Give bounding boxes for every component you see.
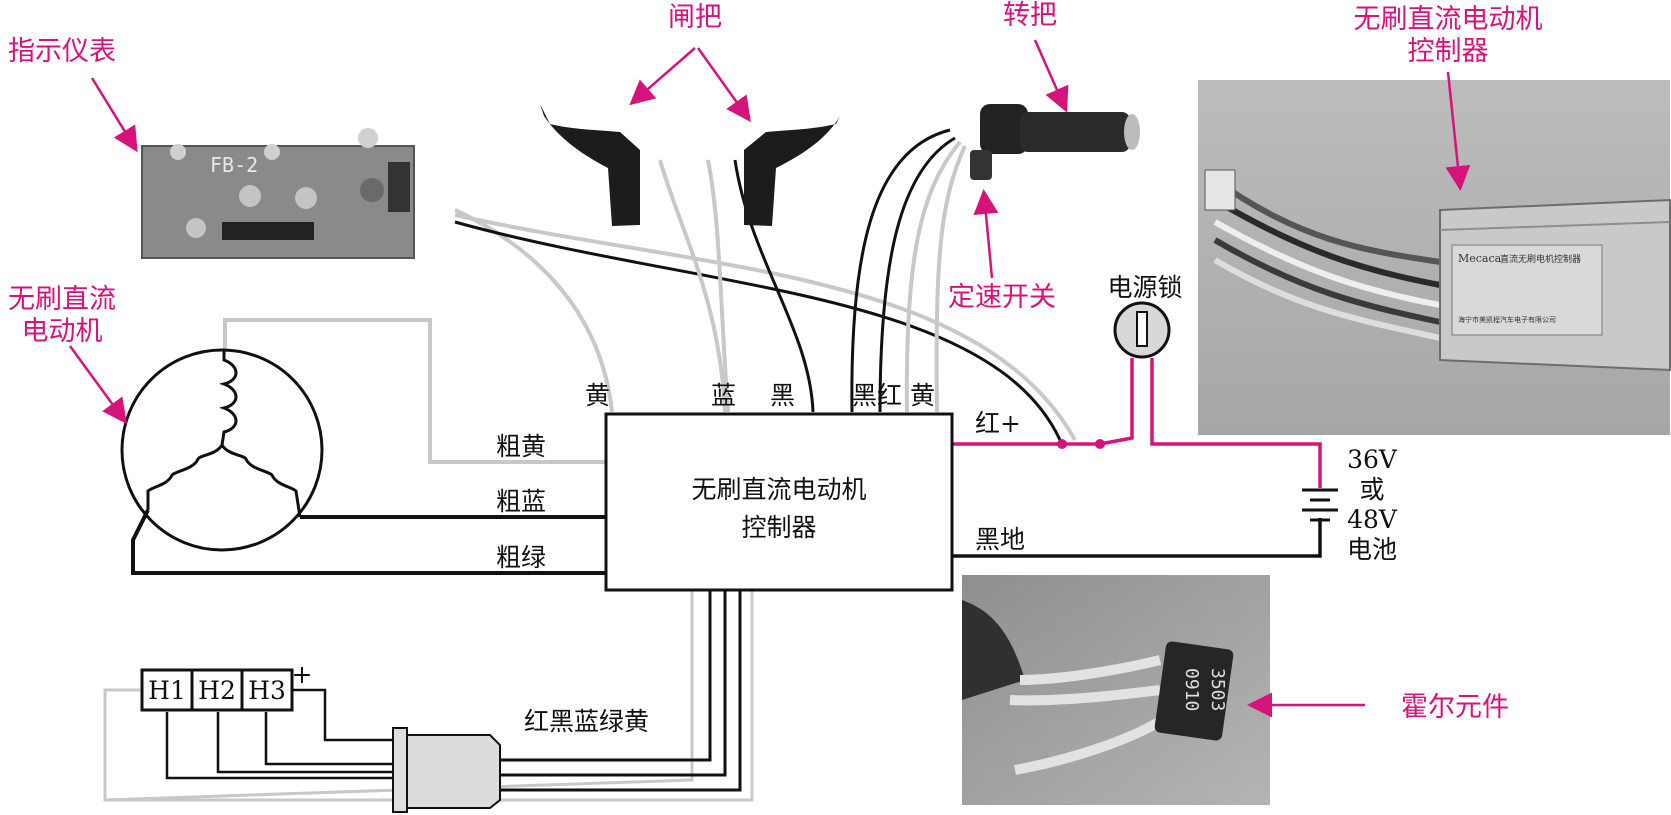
- arrow-controller: [1445, 71, 1471, 191]
- callout-motor-line2: 电动机: [22, 316, 103, 347]
- battery-label: 电池: [1347, 535, 1397, 564]
- callout-hall-element: 霍尔元件: [1401, 692, 1509, 723]
- label-top-blue: 蓝: [711, 381, 736, 410]
- hall-plus-wire: [293, 688, 395, 742]
- label-throttle-group: 黑红 黄: [852, 381, 935, 410]
- callout-arrows: [68, 39, 1471, 718]
- pcb-marking: FB-2: [210, 153, 258, 177]
- label-thick-green: 粗绿: [496, 543, 546, 572]
- battery-36v: 36V: [1347, 445, 1398, 474]
- throttle-gray-wire-2: [934, 145, 967, 413]
- callout-indicator: 指示仪表: [8, 36, 116, 67]
- callout-brake-lever: 闸把: [668, 2, 722, 33]
- black-ground-wire: [952, 518, 1322, 558]
- hall-h3: H3: [248, 676, 286, 705]
- indicator-gray-wire: [454, 213, 1077, 441]
- battery-or: 或: [1359, 475, 1384, 504]
- hall-connector: [392, 727, 501, 813]
- thick-green-wire: [131, 509, 605, 575]
- throttle-black-wire-2: [878, 136, 956, 413]
- hall-element-photo: 3503 0910: [962, 575, 1270, 805]
- thick-yellow-wire: [223, 318, 605, 464]
- hall-wire-5: [500, 590, 754, 802]
- brake-gray-wire-right: [706, 159, 730, 413]
- throttle-photo: [970, 104, 1140, 180]
- brake-levers-photo: [540, 104, 846, 226]
- arrow-brake-left: [629, 47, 696, 106]
- controller-box-line1: 无刷直流电动机: [691, 475, 866, 504]
- junction-dots: [1057, 439, 1105, 449]
- wire-labels: 黄 蓝 黑 黑红 黄 红+ 粗黄 粗蓝 粗绿 黑地 红黑蓝绿黄: [496, 381, 1025, 736]
- hall-wire-4: [500, 590, 742, 792]
- controller-title: 直流无刷电机控制器: [1500, 253, 1581, 265]
- battery-labels: 36V 或 48V 电池: [1347, 445, 1398, 564]
- label-thick-yellow: 粗黄: [496, 432, 546, 461]
- hall-wire-3: [500, 590, 727, 777]
- power-lock-label: 电源锁: [1107, 273, 1182, 302]
- controller-photo: Mecaca 直流无刷电机控制器 海宁市美凯程汽车电子有限公司: [1198, 80, 1671, 435]
- power-lock: 电源锁: [1107, 273, 1183, 359]
- callout-labels: 指示仪表 闸把 转把 无刷直流电动机 控制器 无刷直流 电动机 定速开关 霍尔元…: [8, 0, 1543, 723]
- motor-symbol: [120, 348, 324, 552]
- hall-h1: H1: [148, 676, 186, 705]
- battery-48v: 48V: [1347, 505, 1398, 534]
- hall-wire-2: [500, 590, 712, 762]
- controller-brand: Mecaca: [1458, 252, 1502, 265]
- controller-box-line2: 控制器: [741, 513, 816, 542]
- callout-throttle: 转把: [1003, 0, 1057, 31]
- brake-gray-wire-left: [658, 159, 727, 413]
- power-lock-out: [1150, 358, 1322, 488]
- hall-h3-wire: [264, 712, 395, 766]
- throttle-gray-wire: [904, 140, 962, 413]
- lock-junction: [1095, 439, 1105, 449]
- brake-black-wire: [733, 159, 815, 413]
- callout-controller-line2: 控制器: [1408, 36, 1489, 67]
- hall-h1-wire: [165, 712, 395, 780]
- indicator-black-wire: [454, 220, 1062, 441]
- hall-h2-wire: [216, 712, 395, 774]
- hall-code-top: 3503: [1207, 668, 1228, 711]
- hall-h2: H2: [198, 676, 236, 705]
- arrow-indicator: [90, 77, 138, 153]
- indicator-yellow-wire: [454, 208, 614, 413]
- callout-motor-line1: 无刷直流: [8, 284, 116, 315]
- throttle-black-wire: [850, 128, 951, 413]
- wires: [103, 128, 1322, 802]
- label-top-yellow: 黄: [585, 381, 610, 410]
- arrow-throttle: [1033, 39, 1069, 113]
- hall-sensor-boxes: H1 H2 H3 +: [140, 660, 313, 712]
- battery-symbol: [1302, 488, 1338, 522]
- red-plus-junction: [1057, 439, 1067, 449]
- callout-cruise-switch: 定速开关: [948, 282, 1056, 313]
- controller-maker: 海宁市美凯程汽车电子有限公司: [1458, 315, 1556, 324]
- label-black-ground: 黑地: [975, 525, 1025, 554]
- callout-controller-line1: 无刷直流电动机: [1354, 4, 1543, 35]
- hall-plus-sign: +: [292, 660, 313, 689]
- arrow-motor: [68, 345, 127, 425]
- label-top-black: 黑: [770, 381, 795, 410]
- controller-box: 无刷直流电动机 控制器: [604, 412, 954, 592]
- label-red-plus: 红+: [975, 409, 1021, 438]
- label-thick-blue: 粗蓝: [496, 487, 546, 516]
- hall-code-bottom: 0910: [1181, 668, 1202, 711]
- power-lock-feed: [1099, 358, 1134, 446]
- label-hall-group: 红黑蓝绿黄: [524, 707, 649, 736]
- arrow-brake-right: [696, 47, 751, 123]
- indicator-pcb-photo: FB-2: [141, 128, 415, 259]
- arrow-cruise: [973, 189, 999, 279]
